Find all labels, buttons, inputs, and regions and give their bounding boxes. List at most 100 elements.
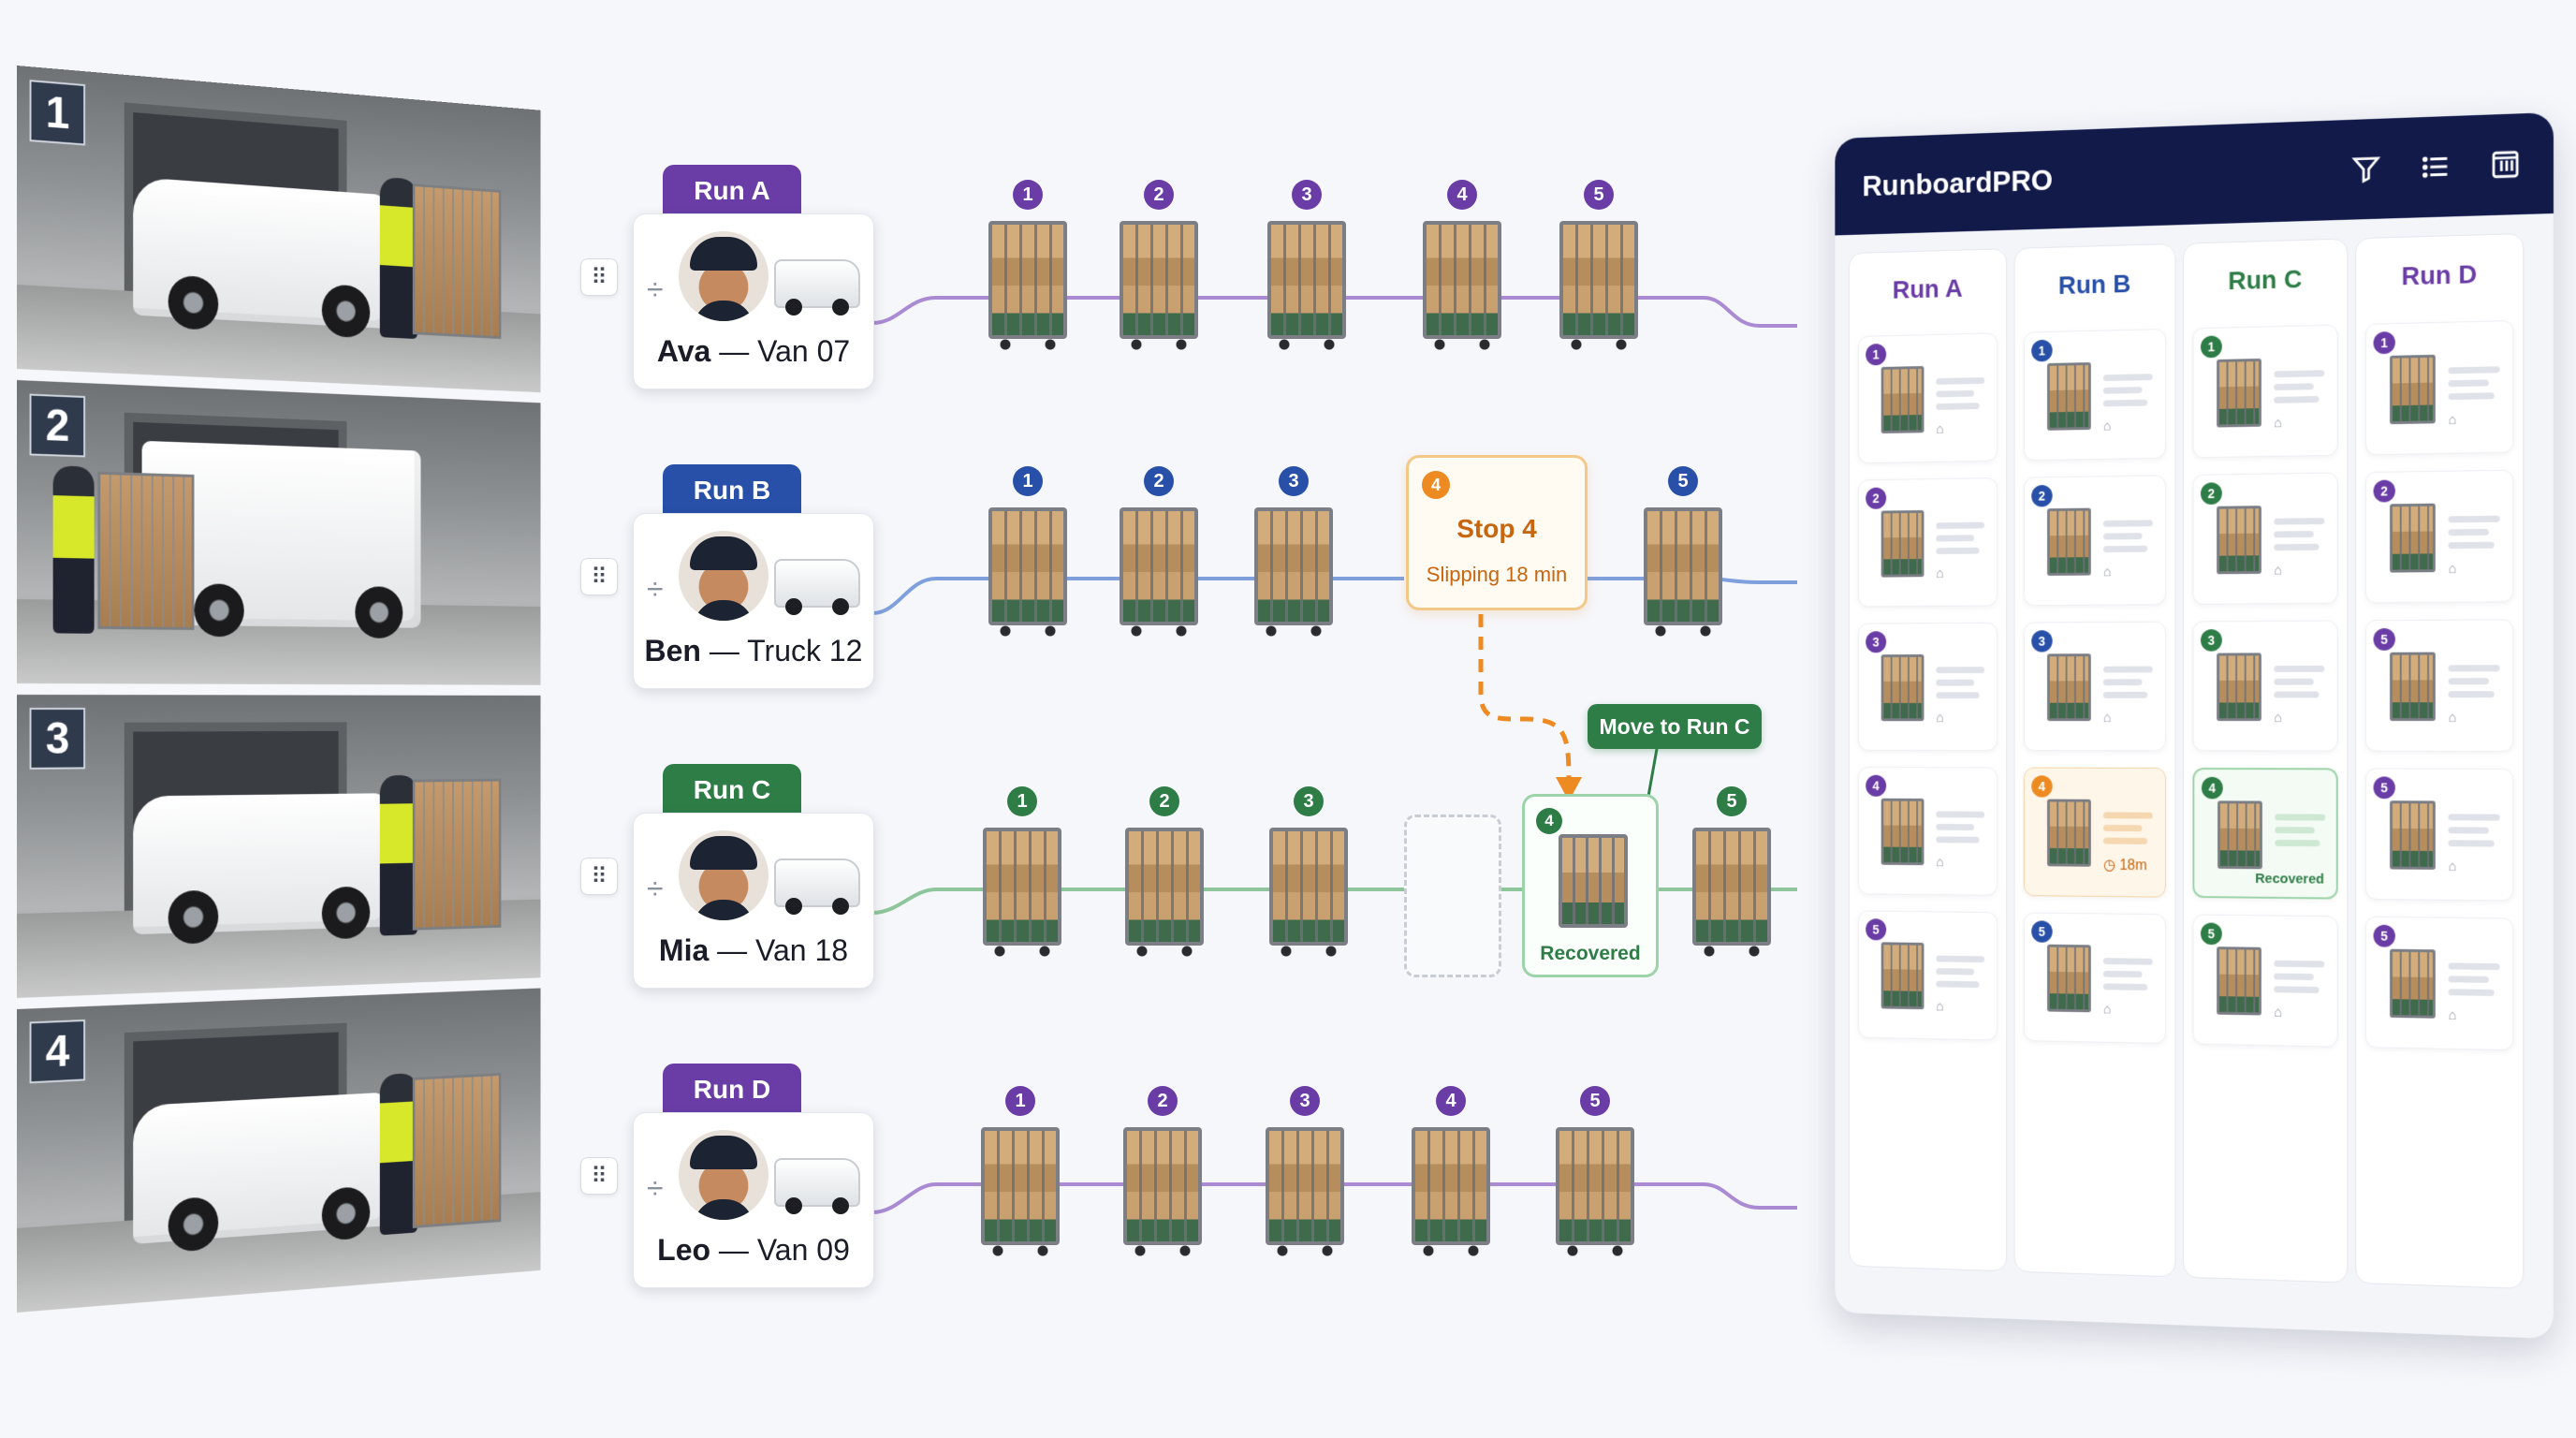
roll-cage-icon	[1559, 221, 1638, 350]
stop-number-badge: 5	[2373, 776, 2395, 800]
drag-handle-icon[interactable]: ⠿	[580, 858, 618, 895]
roll-cage-icon	[2047, 799, 2091, 867]
column-title[interactable]: Run C	[2228, 264, 2303, 296]
placeholder-line	[1936, 968, 1974, 976]
roll-cage-icon	[1412, 1127, 1490, 1256]
run-card[interactable]: ÷Mia — Van 18	[633, 813, 874, 989]
placeholder-line	[2102, 837, 2148, 844]
placeholder-line	[1936, 692, 1980, 699]
run-card[interactable]: ÷Ben — Truck 12	[633, 513, 874, 689]
empty-drop-slot[interactable]	[1404, 814, 1501, 977]
board-card[interactable]: 1⌂	[2023, 329, 2166, 462]
board-card[interactable]: 2⌂	[1857, 477, 1998, 608]
board-card[interactable]: 5⌂	[2192, 914, 2338, 1048]
column-title[interactable]: Run B	[2057, 269, 2131, 300]
board-card[interactable]: 3⌂	[1857, 622, 1998, 752]
slipping-stop-card[interactable]: 4 Stop 4 Slipping 18 min	[1406, 455, 1588, 610]
board-card[interactable]: 3⌂	[2023, 621, 2166, 752]
roll-cage-icon	[1267, 221, 1346, 350]
stop-cart[interactable]: 1	[981, 1086, 1060, 1264]
placeholder-line	[2448, 366, 2500, 374]
stop-cart[interactable]: 3	[1269, 786, 1348, 964]
drag-plus-icon: ÷	[647, 1171, 664, 1205]
panel-header: RunboardPRO	[1835, 112, 2554, 236]
board-card[interactable]: 5⌂	[2364, 916, 2514, 1051]
move-to-run-c-button[interactable]: Move to Run C	[1588, 704, 1762, 749]
stop-number-badge: 4	[1436, 1086, 1466, 1116]
stop-cart[interactable]: 2	[1125, 786, 1204, 964]
stop-number-badge: 2	[2200, 482, 2222, 506]
roll-cage-icon	[2390, 354, 2436, 425]
roll-cage-icon	[1269, 828, 1348, 957]
stop-cart[interactable]: 4	[1412, 1086, 1490, 1264]
stop-cart[interactable]: 5	[1559, 180, 1638, 358]
stop-number-badge: 1	[2200, 335, 2222, 359]
placeholder-line	[1936, 980, 1980, 989]
vehicle-name: — Van 07	[719, 334, 851, 368]
stop-cart[interactable]: 1	[983, 786, 1061, 964]
recovered-stop-card[interactable]: 4 Recovered	[1522, 794, 1659, 977]
run-tab-3[interactable]: Run C	[663, 764, 801, 816]
board-card[interactable]: 3⌂	[2192, 620, 2338, 752]
stop-cart[interactable]: 3	[1266, 1086, 1344, 1264]
stop-cart[interactable]: 3	[1267, 180, 1346, 358]
card-meta: ⌂	[2274, 415, 2283, 432]
placeholder-line	[2274, 691, 2320, 698]
board-card[interactable]: 1⌂	[2364, 320, 2514, 456]
move-pill-connector	[1646, 748, 1659, 802]
stop-cart[interactable]: 3	[1254, 466, 1333, 644]
drag-handle-icon[interactable]: ⠿	[580, 258, 618, 296]
placeholder-line	[2102, 970, 2143, 978]
run-tab-4[interactable]: Run D	[663, 1064, 801, 1116]
board-card[interactable]: 5⌂	[1857, 910, 1998, 1041]
board-card[interactable]: 5⌂	[2364, 768, 2514, 902]
board-card[interactable]: 1⌂	[1857, 332, 1998, 464]
stop-cart[interactable]: 2	[1123, 1086, 1202, 1264]
board-card[interactable]: 5⌂	[2364, 619, 2514, 752]
run-card[interactable]: ÷Leo — Van 09	[633, 1112, 874, 1288]
roll-cage-icon	[1254, 507, 1333, 637]
placeholder-line	[2274, 973, 2314, 981]
drag-handle-icon[interactable]: ⠿	[580, 1157, 618, 1195]
list-icon[interactable]	[2411, 142, 2459, 192]
stop-cart[interactable]: 2	[1120, 180, 1198, 358]
stop-cart[interactable]: 5	[1556, 1086, 1634, 1264]
board-card[interactable]: 1⌂	[2192, 324, 2338, 459]
board-card[interactable]: 2⌂	[2364, 469, 2514, 604]
placeholder-line	[1936, 836, 1980, 844]
card-meta: ⌂	[1936, 710, 1944, 726]
stop-cart[interactable]: 5	[1692, 786, 1771, 964]
stop-cart[interactable]: 1	[988, 180, 1067, 358]
stop-number-badge: 5	[1584, 180, 1614, 210]
driver-avatar	[679, 1130, 768, 1220]
filter-icon[interactable]	[2343, 144, 2390, 194]
stop-cart[interactable]: 1	[988, 466, 1067, 644]
columns-icon[interactable]	[2481, 139, 2529, 190]
drag-handle-icon[interactable]: ⠿	[580, 558, 618, 595]
stop-cart[interactable]: 2	[1120, 466, 1198, 644]
stop-number-badge: 5	[2373, 627, 2395, 651]
board-card[interactable]: 5⌂	[2023, 912, 2166, 1044]
stop-number-badge: 3	[1292, 180, 1322, 210]
board-card[interactable]: 2⌂	[2192, 472, 2338, 605]
run-card[interactable]: ÷Ava — Van 07	[633, 213, 874, 389]
run-tab-2[interactable]: Run B	[663, 464, 801, 517]
vehicle-name: — Truck 12	[709, 634, 863, 668]
placeholder-line	[2448, 840, 2495, 847]
column-title[interactable]: Run D	[2401, 259, 2478, 291]
column-title[interactable]: Run A	[1892, 273, 1963, 304]
placeholder-line	[2274, 531, 2314, 538]
placeholder-line	[1936, 521, 1985, 530]
board-card[interactable]: 2⌂	[2023, 475, 2166, 607]
roll-cage-icon	[2390, 652, 2436, 722]
board-card[interactable]: 4⌂	[1857, 767, 1998, 896]
stop-cart[interactable]: 5	[1644, 466, 1722, 644]
placeholder-line	[2102, 679, 2143, 686]
stop-cart[interactable]: 4	[1423, 180, 1501, 358]
run-tab-1[interactable]: Run A	[663, 165, 801, 217]
board-card[interactable]: 4◷ 18m	[2023, 767, 2166, 898]
placeholder-line	[1936, 679, 1974, 686]
roll-cage-icon	[1881, 365, 1925, 434]
